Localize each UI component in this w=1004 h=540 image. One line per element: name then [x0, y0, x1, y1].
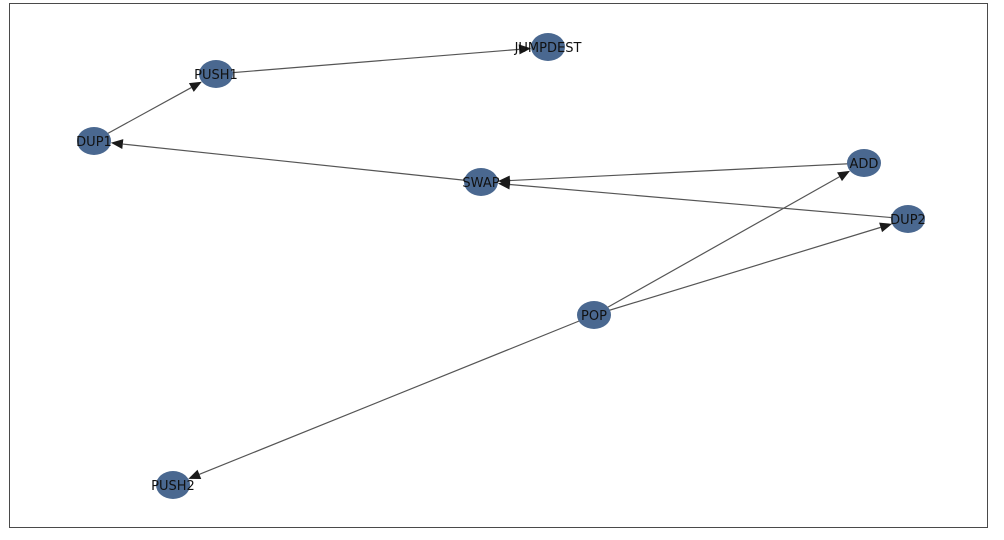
diagram-frame: [9, 3, 988, 528]
arrowhead-push1-to-jumpdest: [518, 44, 532, 55]
arrowhead-pop-to-add: [837, 170, 850, 182]
edge-push1-to-jumpdest: [215, 48, 520, 75]
node-circle-push1: [199, 60, 233, 88]
edge-dup1-to-push1: [93, 87, 192, 142]
node-dup2: DUP2: [890, 205, 926, 233]
node-label-add: ADD: [850, 157, 879, 172]
edge-pop-to-add: [593, 176, 840, 316]
edge-add-to-swap: [509, 162, 865, 182]
node-add: ADD: [847, 149, 881, 177]
node-pop: POP: [577, 301, 611, 329]
edge-dup2-to-swap: [509, 183, 909, 220]
node-circle-push2: [156, 471, 190, 499]
node-label-push1: PUSH1: [194, 68, 238, 83]
node-label-swap: SWAP: [462, 176, 499, 191]
node-label-dup1: DUP1: [76, 135, 112, 150]
node-jumpdest: JUMPDEST: [514, 33, 582, 61]
edge-layer: [93, 44, 909, 479]
node-circle-pop: [577, 301, 611, 329]
arrowhead-dup1-to-push1: [188, 81, 202, 92]
node-label-jumpdest: JUMPDEST: [514, 41, 582, 56]
node-dup1: DUP1: [76, 127, 112, 155]
edge-swap-to-dup1: [122, 143, 482, 183]
arrowhead-pop-to-push2: [188, 469, 202, 479]
node-label-dup2: DUP2: [890, 213, 926, 228]
edge-pop-to-push2: [199, 314, 595, 475]
node-label-pop: POP: [581, 309, 607, 324]
node-swap: SWAP: [462, 168, 500, 196]
arrowhead-swap-to-dup1: [110, 139, 124, 150]
node-push1: PUSH1: [194, 60, 238, 88]
arrowhead-pop-to-dup2: [879, 222, 893, 233]
node-circle-dup2: [891, 205, 925, 233]
edge-pop-to-dup2: [593, 226, 881, 316]
node-push2: PUSH2: [151, 471, 195, 499]
arrowhead-dup2-to-swap: [497, 179, 511, 190]
node-circle-dup1: [77, 127, 111, 155]
node-label-push2: PUSH2: [151, 479, 195, 494]
node-circle-swap: [464, 168, 498, 196]
node-circle-add: [847, 149, 881, 177]
node-circle-jumpdest: [531, 33, 565, 61]
